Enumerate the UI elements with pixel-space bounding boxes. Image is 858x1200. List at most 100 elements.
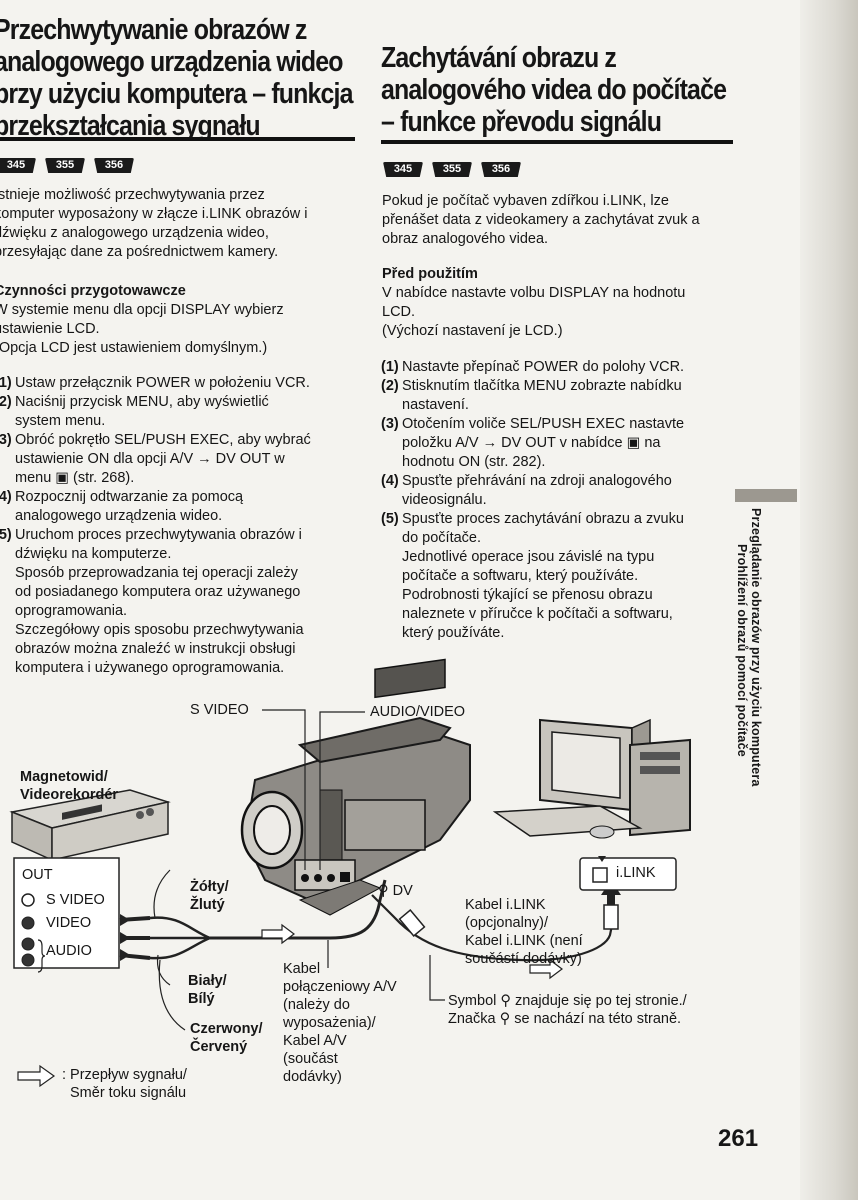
text-line: Obróć pokrętło SEL/PUSH EXEC, aby wybrać [15, 432, 311, 448]
s-video-jack-icon [21, 893, 35, 907]
text-line: dodávky) [283, 1069, 342, 1085]
model-badges: 345 355 356 [0, 158, 134, 173]
step-number: (3) [0, 432, 12, 448]
step-number: (1) [381, 359, 399, 375]
text-line: Kabel [283, 961, 321, 977]
yellow-plug-label: Żółty/ Žlutý [190, 878, 229, 914]
signal-flow-arrow-icon [529, 958, 563, 980]
text-line: Naciśnij przycisk MENU, aby wyświetlić [15, 394, 269, 410]
page-number: 261 [718, 1125, 759, 1152]
step: (3)Obróć pokrętło SEL/PUSH EXEC, aby wyb… [0, 431, 360, 488]
title-line: – funkce převodu signálu [381, 106, 662, 138]
text-line: Žlutý [190, 897, 225, 913]
title-line: przy użyciu komputera – funkcja [0, 78, 353, 110]
step-number: (2) [381, 378, 399, 394]
computer-icon [492, 718, 691, 839]
text-line: naleznete v příručce k počítači a softwa… [402, 606, 673, 622]
model-badge: 355 [432, 162, 472, 177]
text-line: Ustaw przełącznik POWER w położeniu VCR. [15, 375, 310, 391]
text-line: Červený [190, 1039, 248, 1055]
text-line: W systemie menu dla opcji DISPLAY wybier… [0, 302, 284, 318]
model-badges: 345 355 356 [383, 162, 521, 177]
step-number: (1) [0, 375, 12, 391]
legend-label: : Przepływ sygnału/ Směr toku signálu [62, 1066, 187, 1102]
step: (4)Rozpocznij odtwarzanie za pomocąanalo… [0, 488, 360, 526]
dv-label: ⚲ DV [378, 883, 413, 899]
text-line: Spusťte proces zachytávání obrazu a zvuk… [402, 511, 684, 527]
model-badge: 356 [481, 162, 521, 177]
text-line: komputer wyposażony w złącze i.LINK obra… [0, 206, 308, 222]
symbol-note: Symbol ⚲ znajduje się po tej stronie./ Z… [448, 992, 687, 1028]
text-line: (součást [283, 1051, 338, 1067]
model-badge: 355 [45, 158, 85, 173]
prep-heading: Czynności przygotowawcze [0, 283, 186, 299]
text-line: Rozpocznij odtwarzanie za pomocą [15, 489, 244, 505]
title-line: analogového videa do počítače [381, 74, 727, 106]
text-line: položku A/V → DV OUT v nabídce ▣ na [402, 435, 661, 451]
czech-prep: Před použitím V nabídce nastavte volbu D… [382, 265, 752, 341]
signal-flow-arrow-icon [261, 923, 295, 945]
text-line: Spusťte přehrávání na zdroji analogového [402, 473, 672, 489]
vcr-label: Magnetowid/ Videorekordér [20, 768, 118, 804]
out-label: OUT [22, 867, 53, 883]
vcr-icon [9, 789, 171, 862]
text-line: Żółty/ [190, 879, 229, 895]
text-line: Bílý [188, 991, 215, 1007]
text-line: Kabel i.LINK [465, 897, 546, 913]
text-line: Istnieje możliwość przechwytywania przez [0, 187, 265, 203]
text-line: Kabel i.LINK (není [465, 933, 583, 949]
polish-column: Przechwytywanie obrazów z analogowego ur… [0, 0, 360, 690]
text-line: Uruchom proces przechwytywania obrazów i [15, 527, 302, 543]
model-badge: 356 [94, 158, 134, 173]
title-line: Przechwytywanie obrazów z [0, 14, 307, 46]
red-plug-label: Czerwony/ Červený [190, 1020, 263, 1056]
side-tab-marker [735, 489, 797, 502]
czech-title: Zachytávání obrazu z analogového videa d… [381, 42, 801, 138]
step: (1)Ustaw przełącznik POWER w położeniu V… [0, 374, 360, 393]
white-plug-label: Biały/ Bílý [188, 972, 227, 1008]
text-line: Jednotlivé operace jsou závislé na typu [402, 549, 655, 565]
vcr-out-panel [13, 857, 120, 969]
text-line: hodnotu ON (str. 282). [402, 454, 546, 470]
czech-steps: (1)Nastavte přepínač POWER do polohy VCR… [381, 358, 751, 643]
title-line: przekształcania sygnału [0, 110, 261, 142]
step-number: (3) [381, 416, 399, 432]
text-line: Podrobnosti týkající se přenosu obrazu [402, 587, 653, 603]
ilink-cable-label: Kabel i.LINK (opcjonalny)/ Kabel i.LINK … [465, 896, 583, 968]
text-line: Szczegółowy opis sposobu przechwytywania [15, 622, 304, 638]
text-line: : Przepływ sygnału/ [62, 1067, 187, 1083]
av-cable-label: Kabel połączeniowy A/V (należy do wyposa… [283, 960, 397, 1086]
prep-heading: Před použitím [382, 266, 478, 282]
polish-intro: Istnieje możliwość przechwytywania przez… [0, 186, 360, 262]
text-line: wyposażenia)/ [283, 1015, 376, 1031]
text-line: od posiadanego komputera oraz używanego [15, 584, 301, 600]
polish-title: Przechwytywanie obrazów z analogowego ur… [0, 14, 360, 142]
text-line: dźwięku z analogowego urządzenia wideo, [0, 225, 269, 241]
s-video-label: S VIDEO [190, 702, 249, 718]
audio-video-label: AUDIO/VIDEO [370, 704, 466, 720]
ilink-jack-icon [592, 867, 608, 883]
model-badge: 345 [0, 158, 36, 173]
side-tab-text: Przeglądanie obrazów przy użyciu kompute… [749, 508, 763, 787]
text-line: obraz analogového videa. [382, 231, 549, 247]
text-line: videosignálu. [402, 492, 487, 508]
dv-text: DV [392, 883, 413, 899]
text-line: do počítače. [402, 530, 481, 546]
step-number: (5) [0, 527, 12, 543]
title-rule [381, 140, 733, 144]
czech-intro: Pokud je počítač vybaven zdířkou i.LINK,… [382, 192, 752, 249]
text-line: Biały/ [188, 973, 227, 989]
text-line: V nabídce nastavte volbu DISPLAY na hodn… [382, 285, 686, 301]
ilink-port-label: i.LINK [616, 865, 656, 881]
text-line: przesyłając dane za pośrednictwem kamery… [0, 244, 279, 260]
step: (5)Spusťte proces zachytávání obrazu a z… [381, 510, 751, 643]
polish-steps: (1)Ustaw przełącznik POWER w położeniu V… [0, 374, 360, 678]
step-number: (5) [381, 511, 399, 527]
text-line: Značka ⚲ se nachází na této straně. [448, 1011, 682, 1027]
text-line: Symbol ⚲ znajduje się po tej stronie./ [448, 993, 687, 1009]
text-line: Stisknutím tlačítka MENU zobrazte nabídk… [402, 378, 682, 394]
text-line: (opcjonalny)/ [465, 915, 549, 931]
text-line: přenášet data z videokamery a zachytávat… [382, 212, 700, 228]
text-line: (Výchozí nastavení je LCD.) [382, 323, 563, 339]
title-line: analogowego urządzenia wideo [0, 46, 344, 78]
